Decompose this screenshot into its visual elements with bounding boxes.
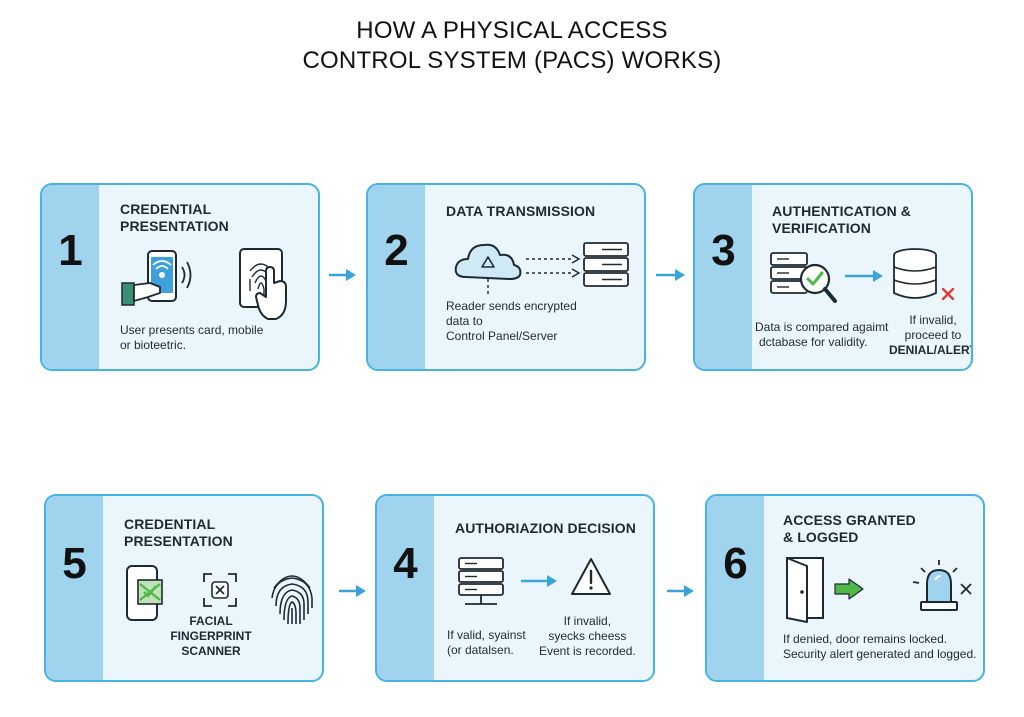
step-card-2: 2 DATA TRANSMISSION Reader sends encrypt… <box>366 183 646 371</box>
step-band <box>368 185 425 369</box>
step-description-invalid: If invalid, proceed to DENIAL/ALERT <box>889 313 973 357</box>
title-line-1: HOW A PHYSICAL ACCESS <box>356 17 668 44</box>
step-number: 4 <box>393 539 418 588</box>
step-band <box>377 496 434 680</box>
step-description: FACIAL FINGERPRINT SCANNER <box>170 614 252 658</box>
title-line-2: CONTROL SYSTEM (PACS) WORKS) <box>302 47 722 74</box>
warning-triangle-icon <box>571 558 611 595</box>
data-flow-dashes <box>526 254 581 278</box>
alarm-siren-icon <box>912 560 972 611</box>
page-title: HOW A PHYSICAL ACCESS CONTROL SYSTEM (PA… <box>0 16 1024 76</box>
step-description: If denied, door remains locked. Security… <box>783 632 977 661</box>
step-title: CREDENTIAL PRESENTATION <box>124 516 233 549</box>
step-description: Data is compared agaimt dctabase for val… <box>755 320 889 349</box>
flow-arrow-5-4 <box>339 585 366 597</box>
server-icon <box>583 242 629 287</box>
check-arrow-icon <box>834 578 864 600</box>
server-magnifier-check-icon <box>770 252 837 303</box>
phone-face-icon <box>126 565 163 621</box>
step-title: ACCESS GRANTED & LOGGED <box>783 512 916 545</box>
flow-arrow-2-3 <box>656 269 685 281</box>
face-scan-icon <box>203 573 237 607</box>
step-number: 2 <box>384 226 409 275</box>
step-number: 5 <box>62 539 87 588</box>
flow-arrow-icon <box>521 575 557 587</box>
step-description: If valid, syainst (or datalsen. <box>447 628 526 657</box>
step-card-3: 3 AUTHENTICATION & VERIFICATION Data is … <box>693 183 973 371</box>
open-door-icon <box>786 557 824 623</box>
fingerprint-icon <box>271 575 313 625</box>
step-card-6: 6 ACCESS GRANTED & LOGGED If denied, doo… <box>705 494 985 682</box>
step-number: 6 <box>723 539 748 588</box>
step-description-invalid: If invalid, syecks cheess Event is recor… <box>539 614 636 658</box>
server-network-icon <box>458 557 504 605</box>
step-card-4: 4 AUTHORIAZION DECISION If valid, syains… <box>375 494 655 682</box>
step-card-5: 5 CREDENTIAL PRESENTATION FACIAL FINGERP… <box>44 494 324 682</box>
step-band <box>707 496 764 680</box>
flow-arrow-icon <box>845 270 883 282</box>
step-title: DATA TRANSMISSION <box>446 203 596 219</box>
hand-phone-icon <box>121 250 192 306</box>
step-description: Reader sends encrypted data to Control P… <box>446 299 577 343</box>
step-band <box>42 185 99 369</box>
step-title: AUTHENTICATION & VERIFICATION <box>772 203 911 236</box>
cloud-upload-icon <box>454 243 522 297</box>
step-title: AUTHORIAZION DECISION <box>455 520 636 536</box>
flow-arrow-1-2 <box>329 269 356 281</box>
step-number: 1 <box>58 226 83 275</box>
step-band <box>695 185 752 369</box>
database-cross-icon <box>893 248 955 301</box>
step-description: User presents card, mobile or bioteetric… <box>120 323 264 352</box>
fingerprint-tablet-icon <box>239 248 287 320</box>
flow-arrow-4-6 <box>667 585 694 597</box>
step-card-1: 1 CREDENTIAL PRESENTATION User presents … <box>40 183 320 371</box>
step-title: CREDENTIAL PRESENTATION <box>120 201 229 234</box>
step-band <box>46 496 103 680</box>
step-number: 3 <box>711 226 736 275</box>
